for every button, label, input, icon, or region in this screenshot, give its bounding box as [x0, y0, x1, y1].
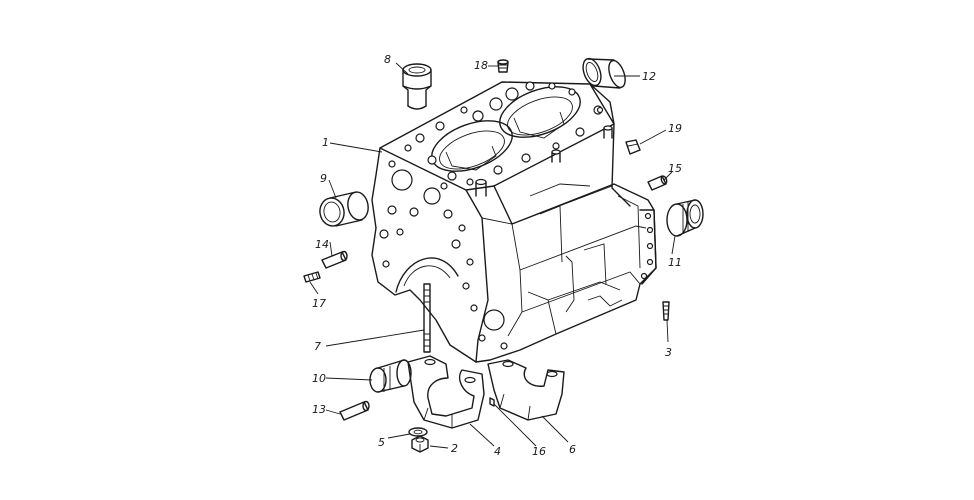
callout-4: 4 [494, 445, 501, 458]
callout-3: 3 [665, 346, 672, 359]
part-4-bearing-cap [407, 355, 485, 429]
callout-13: 13 [312, 403, 326, 416]
callout-16: 16 [532, 445, 546, 458]
leader-lines [309, 62, 676, 449]
part-19-plug [625, 139, 641, 155]
part-18-screw [497, 59, 509, 73]
part-15-pin [647, 175, 668, 191]
callout-8: 8 [384, 53, 391, 66]
part-11-flanged-sleeve [666, 199, 704, 237]
callout-15: 15 [668, 162, 682, 175]
part-9-bushing [319, 191, 369, 227]
part-7-long-stud [423, 283, 431, 353]
part-14-pin [321, 250, 348, 269]
cylinder-block [371, 81, 657, 363]
part-5-washer [408, 427, 428, 437]
callout-7: 7 [314, 340, 321, 353]
callout-10: 10 [312, 372, 326, 385]
part-3-stud [662, 301, 670, 321]
front-face-holes [379, 160, 508, 350]
callout-9: 9 [320, 172, 327, 185]
flange-holes [596, 106, 654, 280]
part-6-bearing-cap [487, 359, 565, 421]
deck-dowels [475, 125, 613, 197]
callout-5: 5 [378, 436, 385, 449]
callout-2: 2 [451, 442, 458, 455]
callout-labels: 1 2 3 4 5 6 7 8 9 10 11 12 13 14 15 16 1… [312, 53, 682, 458]
part-10-sleeve [369, 359, 412, 393]
part-16-pin [489, 397, 495, 407]
callout-17: 17 [312, 297, 326, 310]
deck-holes [404, 81, 603, 186]
part-17-stud [303, 271, 321, 283]
part-2-nut [411, 435, 429, 453]
callout-18: 18 [474, 59, 488, 72]
callout-19: 19 [668, 122, 682, 135]
part-13-pin [339, 400, 370, 421]
callout-14: 14 [315, 238, 329, 251]
part-12-bushing [582, 57, 626, 89]
callout-1: 1 [322, 136, 329, 149]
callout-6: 6 [569, 443, 576, 456]
callout-11: 11 [668, 256, 682, 269]
callout-12: 12 [642, 70, 656, 83]
part-8-sleeve [402, 63, 432, 110]
